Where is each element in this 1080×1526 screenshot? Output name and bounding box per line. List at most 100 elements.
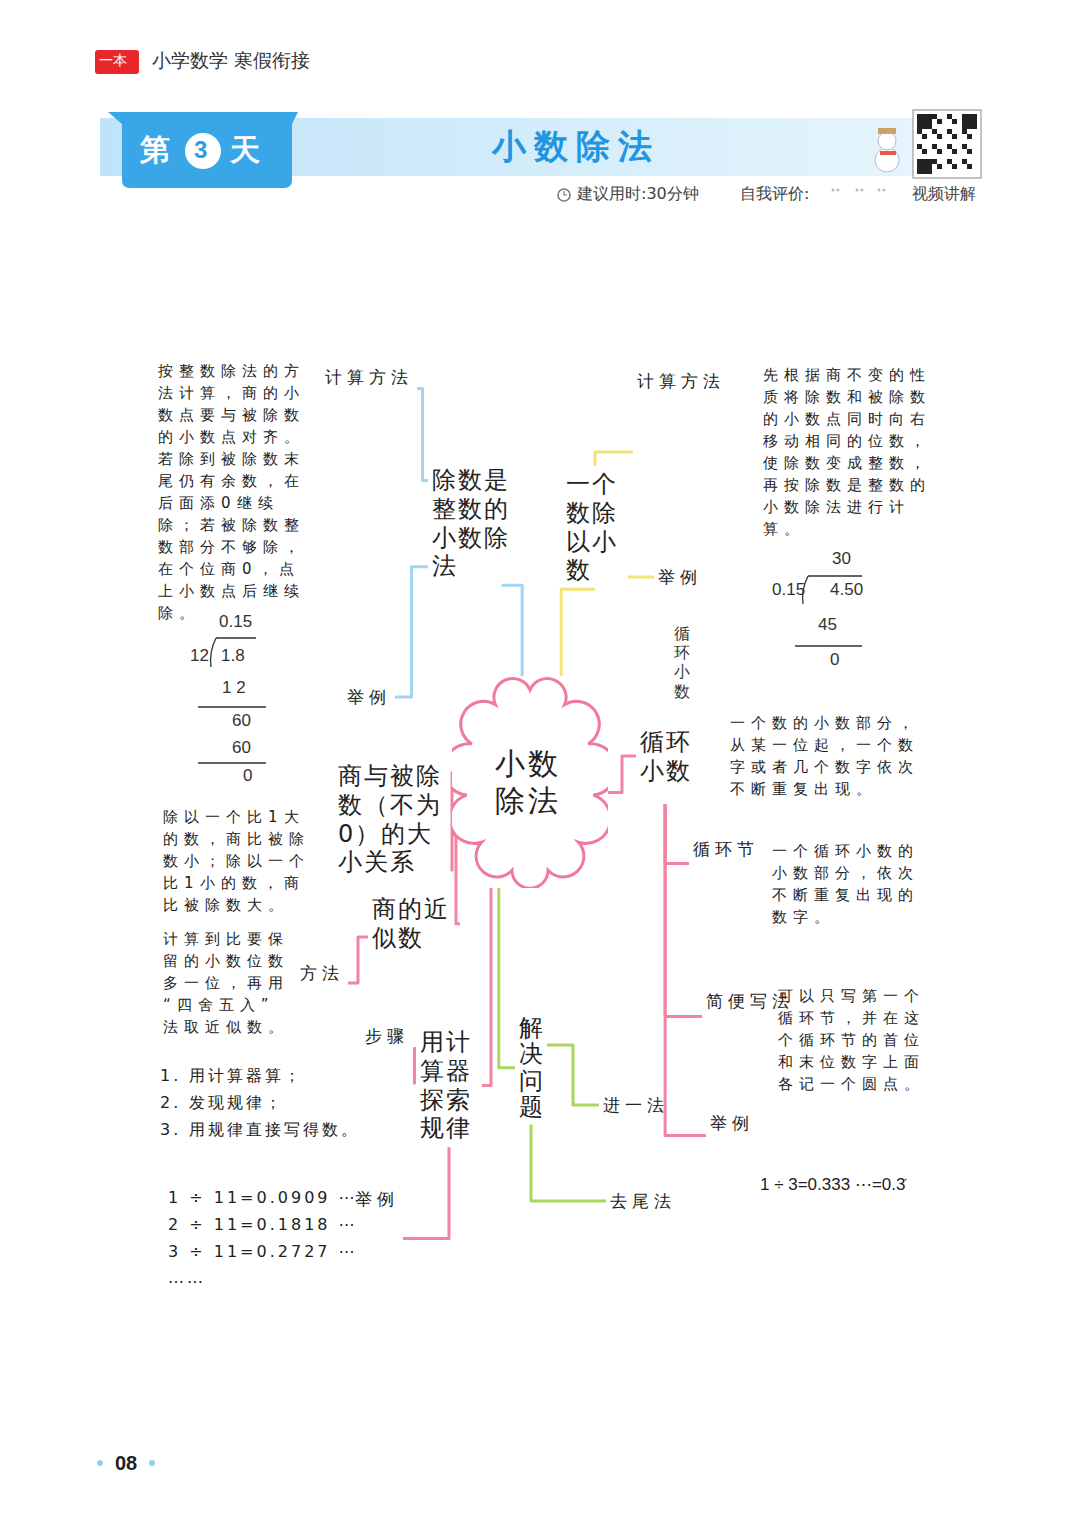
center-cloud: 小数除法 bbox=[452, 676, 608, 888]
branch-node: 进一法 bbox=[599, 1090, 673, 1120]
day-tab bbox=[108, 112, 298, 188]
branch-node: 方法计算到比要保留的小数位数多一位，再用“四舍五入”法取近似数。 bbox=[159, 924, 348, 1042]
branch-node: 用计算器探索规律 bbox=[416, 1024, 482, 1147]
label: 自我评价: bbox=[740, 184, 809, 203]
branch-node: 计算方法按整数除法的方法计算，商的小数点要与被除数的小数点对齐。若除到被除数末尾… bbox=[154, 356, 417, 628]
label: 0 bbox=[243, 766, 252, 786]
branch-line bbox=[417, 389, 428, 481]
branch-line bbox=[665, 804, 689, 863]
branch-line bbox=[499, 888, 515, 1068]
logo-badge bbox=[95, 50, 139, 74]
label: 0.15 bbox=[219, 612, 252, 632]
branch-node: 计算方法 先根据商不变的性质将除数和被除数的小数点同时向右移动相同的位数，使除数变… bbox=[633, 360, 939, 544]
branch-line bbox=[595, 452, 633, 466]
branch-node: 举例1 ÷ 11=0.0909 ⋯ 2 ÷ 11=0.1818 ⋯ 3 ÷ 11=0… bbox=[164, 1184, 403, 1293]
branch-node: 去尾法 bbox=[606, 1186, 680, 1216]
label: 0.15 bbox=[772, 580, 805, 600]
branch-node: 循环节一个循环小数的小数部分，依次不断重复出现的数字。 bbox=[689, 834, 928, 932]
node-body: 除以一个比1大的数，商比被除数小；除以一个比1小的数，商比被除数大。 bbox=[163, 806, 315, 916]
node-heading: 循环节 bbox=[693, 838, 759, 860]
day-circle bbox=[185, 133, 221, 169]
branch-node: 步骤 1. 用计算器算； 2. 发现规律； 3. 用规律直接写得数。 bbox=[156, 1021, 413, 1145]
node-body: 按整数除法的方法计算，商的小数点要与被除数的小数点对齐。若除到被除数末尾仍有余数… bbox=[158, 360, 310, 624]
label: 60 bbox=[232, 738, 251, 758]
branch-line bbox=[502, 585, 523, 676]
node-body: 1 ÷ 3=0.333 ⋯=0.3̇ bbox=[760, 1174, 905, 1196]
branch-node: 商的近似数 bbox=[368, 891, 460, 957]
label: 45 bbox=[818, 615, 837, 635]
branch-node: 简便写法可以只写第一个循环节，并在这个循环节的首位和末位数字上面各记一个圆点。 bbox=[702, 981, 934, 1099]
node-heading: 小数除法 bbox=[495, 745, 565, 820]
node-body: 先根据商不变的性质将除数和被除数的小数点同时向右移动相同的位数，使除数变成整数，… bbox=[763, 364, 935, 540]
clock-icon bbox=[558, 189, 570, 201]
node-heading: 去尾法 bbox=[610, 1190, 676, 1212]
node-heading: 解决问题 bbox=[519, 1015, 543, 1121]
label: 天 bbox=[230, 132, 260, 168]
branch-line bbox=[547, 1045, 599, 1105]
node-heading: 一个数除以小数 bbox=[566, 470, 624, 585]
branch-node: 循环小数一个数的小数部分，从某一位起，一个数字或者几个数字依次不断重复出现。 bbox=[636, 708, 927, 804]
branch-line bbox=[608, 756, 636, 793]
branch-node: 举例 bbox=[654, 562, 706, 592]
node-heading: 循环小数 bbox=[640, 728, 698, 786]
node-body: 一个数的小数部分，从某一位起，一个数字或者几个数字依次不断重复出现。 bbox=[730, 712, 923, 800]
node-heading: 举例 bbox=[710, 1112, 754, 1134]
node-heading: 计算方法 bbox=[325, 366, 413, 388]
label: 30 bbox=[832, 549, 851, 569]
snowman-icon bbox=[875, 128, 899, 172]
node-heading: 商与被除数（不为0）的大小关系 bbox=[338, 762, 448, 877]
label: 60 bbox=[232, 711, 251, 731]
label: 1 2 bbox=[222, 678, 246, 698]
node-body: …… bbox=[168, 1268, 206, 1289]
node-heading: 进一法 bbox=[603, 1094, 669, 1116]
branch-node: 举例 bbox=[343, 682, 395, 712]
label: 循环小数 bbox=[674, 624, 716, 701]
branch-line bbox=[348, 937, 368, 983]
qr-code bbox=[917, 114, 977, 174]
node-body: 计算到比要保留的小数位数多一位，再用“四舍五入”法取近似数。 bbox=[163, 928, 293, 1038]
cloud-outline bbox=[452, 676, 608, 888]
branch-line bbox=[561, 589, 595, 676]
clock-hand bbox=[564, 191, 567, 195]
node-heading: 方法 bbox=[300, 962, 344, 984]
label: 第 bbox=[140, 132, 170, 168]
branch-line bbox=[628, 575, 654, 578]
node-heading: 除数是整数的小数除法 bbox=[432, 466, 516, 581]
branch-node: 举例 1 ÷ 3=0.333 ⋯=0.3̇ bbox=[706, 1108, 909, 1200]
label: 4.50 bbox=[830, 580, 863, 600]
node-heading: 用计算器探索规律 bbox=[420, 1028, 478, 1143]
node-body: 1. 用计算器算； bbox=[160, 1066, 303, 1087]
branch-line bbox=[403, 1147, 449, 1238]
node-body: 1 ÷ 11=0.0909 ⋯ bbox=[168, 1188, 358, 1209]
node-body: 2 ÷ 11=0.1818 ⋯ bbox=[168, 1215, 358, 1236]
branch-line bbox=[452, 835, 460, 924]
node-body: 3. 用规律直接写得数。 bbox=[160, 1120, 360, 1141]
branch-line bbox=[482, 888, 491, 1086]
branch-node: 除数是整数的小数除法 bbox=[428, 462, 520, 585]
node-heading: 举例 bbox=[355, 1188, 399, 1210]
label: 08 bbox=[115, 1451, 137, 1475]
node-heading: 举例 bbox=[347, 686, 391, 708]
branch-node: 解决问题 bbox=[515, 1011, 547, 1125]
node-body: 2. 发现规律； bbox=[160, 1093, 284, 1114]
label: 3 bbox=[194, 136, 207, 165]
branch-line bbox=[413, 1049, 416, 1083]
node-body: 可以只写第一个循环节，并在这个循环节的首位和末位数字上面各记一个圆点。 bbox=[778, 985, 930, 1095]
label: 一本 bbox=[99, 52, 127, 69]
branch-line bbox=[531, 1125, 606, 1201]
node-heading: 步骤 bbox=[365, 1025, 409, 1047]
node-heading: 商的近似数 bbox=[372, 895, 456, 953]
rating-marks bbox=[832, 189, 886, 192]
label: 视频讲解 bbox=[912, 184, 976, 203]
qr-frame bbox=[913, 110, 981, 178]
label: 1.8 bbox=[221, 646, 245, 666]
label: 0 bbox=[830, 650, 839, 670]
label: 小学数学 寒假衔接 bbox=[152, 49, 310, 72]
page-title: 小数除法 bbox=[492, 126, 660, 167]
branch-line bbox=[395, 567, 428, 697]
node-heading: 举例 bbox=[658, 566, 702, 588]
node-heading: 计算方法 bbox=[637, 370, 725, 392]
branch-node: 一个数除以小数 bbox=[562, 466, 628, 589]
node-body: 3 ÷ 11=0.2727 ⋯ bbox=[168, 1242, 358, 1263]
branch-line bbox=[665, 804, 702, 1016]
